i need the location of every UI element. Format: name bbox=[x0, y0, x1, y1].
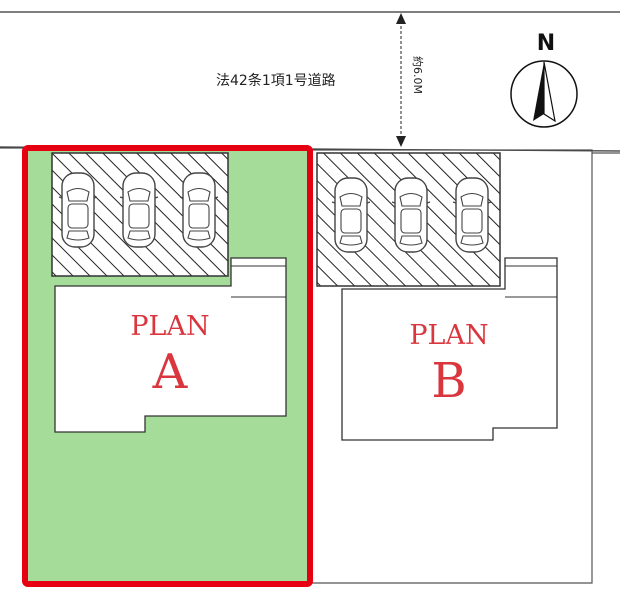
car-icon bbox=[391, 177, 431, 253]
plan-a-letter: A bbox=[152, 344, 189, 400]
plan-b-building: PLAN B bbox=[341, 257, 558, 441]
road-label: 法42条1項1号道路 bbox=[216, 72, 336, 89]
car-icon bbox=[179, 172, 219, 248]
road-width-label: 約6.0M bbox=[411, 56, 425, 94]
plan-b-letter: B bbox=[431, 353, 466, 409]
plan-b-title: PLAN bbox=[409, 320, 488, 351]
car-icon bbox=[119, 172, 159, 248]
car-icon bbox=[58, 172, 98, 248]
plan-a-building: PLAN A bbox=[54, 257, 287, 433]
plan-a-title: PLAN bbox=[130, 311, 209, 342]
north-compass-icon: N bbox=[510, 31, 578, 128]
plan-b-parking bbox=[316, 152, 501, 287]
site-boundary bbox=[0, 147, 620, 584]
plan-a-parking bbox=[51, 152, 229, 277]
car-icon bbox=[331, 177, 371, 253]
compass-north-label: N bbox=[537, 31, 555, 56]
car-icon bbox=[452, 177, 492, 253]
road-width-dimension: 約6.0M bbox=[396, 13, 425, 147]
